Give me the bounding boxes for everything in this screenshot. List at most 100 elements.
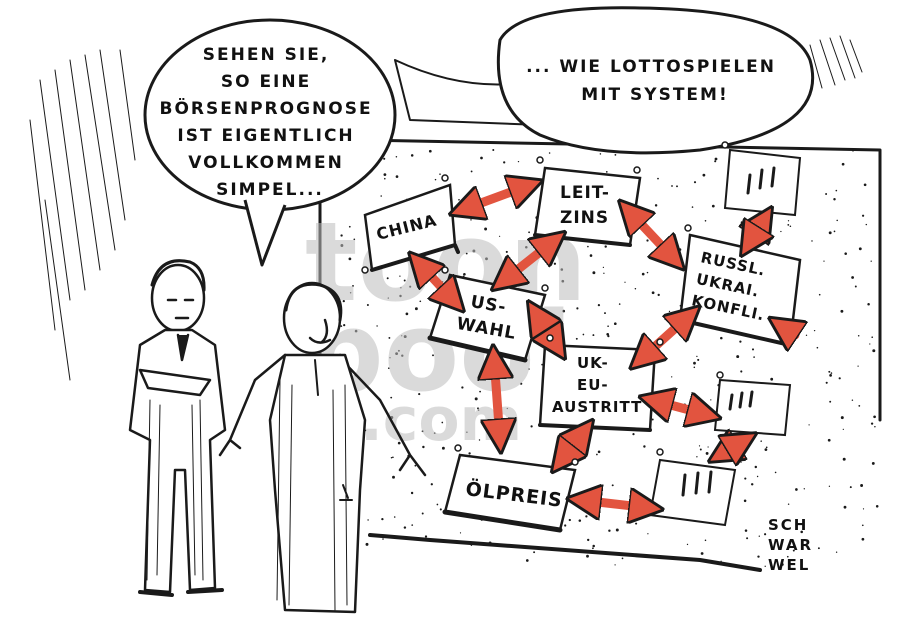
board-dot [693,181,697,184]
board-dot [720,560,722,562]
board-dot [705,451,709,455]
board-dot [488,541,492,545]
board-dot [704,220,707,222]
board-dot [607,325,609,328]
card-oelpreis: ÖLPREIS [442,453,577,533]
board-dot [582,333,585,336]
board-dot [621,557,624,560]
board-dot [387,297,389,299]
board-dot [484,227,488,231]
board-dot [353,238,356,241]
board-dot [691,206,694,208]
board-dot [861,524,864,527]
card-blank-right-middle [713,378,792,437]
board-dot [470,544,473,547]
arrow-oelpreis-blank [580,500,650,508]
board-dot [643,445,646,448]
speech-right-line: MIT SYSTEM! [581,85,728,105]
board-dot [696,456,698,458]
board-dot [764,565,766,567]
card-ukeu: UK- EU- AUSTRITT [538,343,657,432]
board-dot [862,508,865,510]
board-dot [765,446,768,449]
speech-left-line: SO EINE [221,72,311,92]
board-dot [795,488,798,491]
board-dot [428,149,432,153]
board-dot [698,445,701,447]
board-dot [599,153,602,155]
board-dot [608,529,611,532]
board-dot [829,374,832,377]
board-dot [641,272,645,276]
board-dot [787,223,790,226]
board-dot [789,225,792,227]
man-skeptical [128,259,227,597]
board-dot [399,294,402,298]
arrow-russland-ukeu [640,315,690,360]
board-dot [388,336,391,339]
board-dot [340,244,344,247]
board-dot [871,336,874,339]
board-dot [787,220,790,222]
board-dot [852,149,854,152]
connection-arrows [418,185,795,508]
board-dot [774,471,777,474]
board-dot [787,503,790,505]
board-dot [858,405,861,407]
board-dot [781,563,784,566]
board-dot [818,293,821,296]
board-dot [596,453,598,456]
card-blank-bottom-right [648,458,737,527]
board-dot [535,184,538,187]
board-dot [592,544,595,548]
board-dot [395,175,399,178]
board-dot [340,234,343,237]
card-pins [361,141,729,466]
board-dot [851,276,854,279]
board-dot [459,532,462,534]
board-dot [470,170,473,173]
signature-line: WAR [768,536,813,554]
board-dot [354,329,358,333]
board-dot [835,189,838,192]
arrow-china-uswahl [418,262,455,302]
board-dot [739,340,742,343]
board-dot [376,325,378,327]
board-dot [744,529,748,532]
card-ukeu-label: UK- [577,354,609,372]
board-dot [352,284,354,287]
board-dot [841,162,845,166]
board-dot [386,277,389,280]
board-dot [854,285,857,288]
board-dot [587,245,589,248]
svg-text:SEHEN SIE, SO EINE: SEHEN SIE, SO EINE BÖRSENPROGNOSE IST EI… [160,45,381,200]
board-dot [436,503,439,506]
arrow-blank-blank [720,440,745,455]
board-dot [439,508,442,511]
arrow-leitzins-uswahl [502,240,555,282]
board-dot [614,564,616,566]
board-dot [393,516,396,518]
board-dot [693,361,696,365]
board-dot [740,370,743,373]
board-dot [615,528,619,532]
card-blank-top-right [723,148,802,217]
board-dot [604,245,607,248]
board-dot [869,343,871,345]
board-dot [758,535,760,537]
hatching-left [29,49,136,381]
board-dot [472,249,476,253]
board-dot [614,153,617,156]
board-dot [596,493,600,496]
board-dot [505,177,508,179]
board-dot [432,354,434,357]
board-dot [861,537,865,541]
board-dot [857,365,859,367]
board-dot [746,537,749,540]
board-dot [403,526,407,529]
speech-right-line: ... WIE LOTTOSPIELEN [526,57,776,77]
board-dot [825,193,828,195]
board-dot [830,372,833,374]
board-dot [803,488,805,490]
